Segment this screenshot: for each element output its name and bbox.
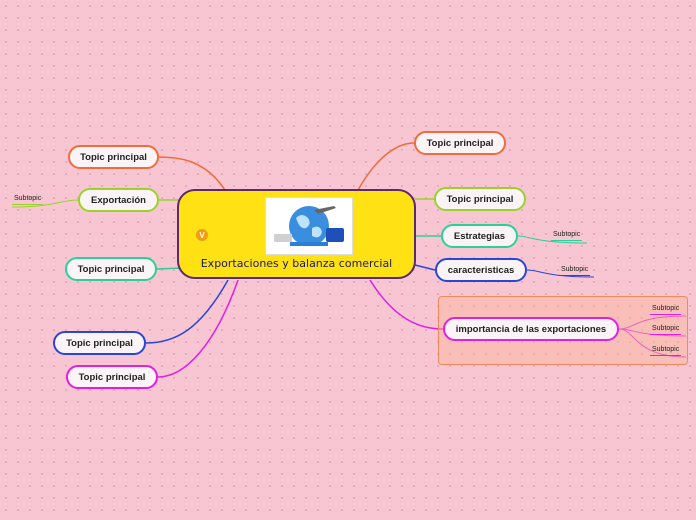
topic-estrategias[interactable]: Estrategias	[441, 224, 518, 248]
topic-right-top-label: Topic principal	[427, 138, 494, 149]
subtopic-caracteristicas-label: Subtopic	[561, 266, 588, 273]
subtopic-estrategias-label: Subtopic	[553, 231, 580, 238]
subtopic-importancia-2[interactable]: Subtopic	[650, 325, 681, 335]
topic-left-middle[interactable]: Topic principal	[65, 257, 157, 281]
topic-left-top-label: Topic principal	[80, 152, 147, 163]
topic-left-magenta[interactable]: Topic principal	[66, 365, 158, 389]
topic-exportacion[interactable]: Exportación	[78, 188, 159, 212]
subtopic-importancia-2-label: Subtopic	[652, 325, 679, 332]
subtopic-importancia-1-label: Subtopic	[652, 305, 679, 312]
topic-left-magenta-label: Topic principal	[79, 372, 146, 383]
topic-left-blue[interactable]: Topic principal	[53, 331, 146, 355]
topic-left-blue-label: Topic principal	[66, 338, 133, 349]
subtopic-importancia-1[interactable]: Subtopic	[650, 305, 681, 315]
topic-importancia-label: importancia de las exportaciones	[456, 324, 606, 335]
world-trade-image	[265, 197, 353, 255]
topic-right-top[interactable]: Topic principal	[414, 131, 506, 155]
topic-exportacion-label: Exportación	[91, 195, 146, 206]
subtopic-exportacion[interactable]: Subtopic	[12, 195, 43, 205]
topic-caracteristicas[interactable]: caracteristicas	[435, 258, 527, 282]
topic-right-green-label: Topic principal	[447, 194, 514, 205]
topic-left-top[interactable]: Topic principal	[68, 145, 159, 169]
subtopic-importancia-3-label: Subtopic	[652, 346, 679, 353]
central-title: Exportaciones y balanza comercial	[179, 257, 414, 270]
topic-right-green[interactable]: Topic principal	[434, 187, 526, 211]
subtopic-exportacion-label: Subtopic	[14, 195, 41, 202]
topic-left-middle-label: Topic principal	[78, 264, 145, 275]
subtopic-caracteristicas[interactable]: Subtopic	[559, 266, 590, 276]
subtopic-estrategias[interactable]: Subtopic	[551, 231, 582, 241]
topic-importancia[interactable]: importancia de las exportaciones	[443, 317, 619, 341]
subtopic-importancia-3[interactable]: Subtopic	[650, 346, 681, 356]
central-topic[interactable]: Exportaciones y balanza comercial	[177, 189, 416, 279]
v-badge-icon[interactable]: V	[196, 229, 208, 241]
topic-estrategias-label: Estrategias	[454, 231, 505, 242]
topic-caracteristicas-label: caracteristicas	[448, 265, 515, 276]
